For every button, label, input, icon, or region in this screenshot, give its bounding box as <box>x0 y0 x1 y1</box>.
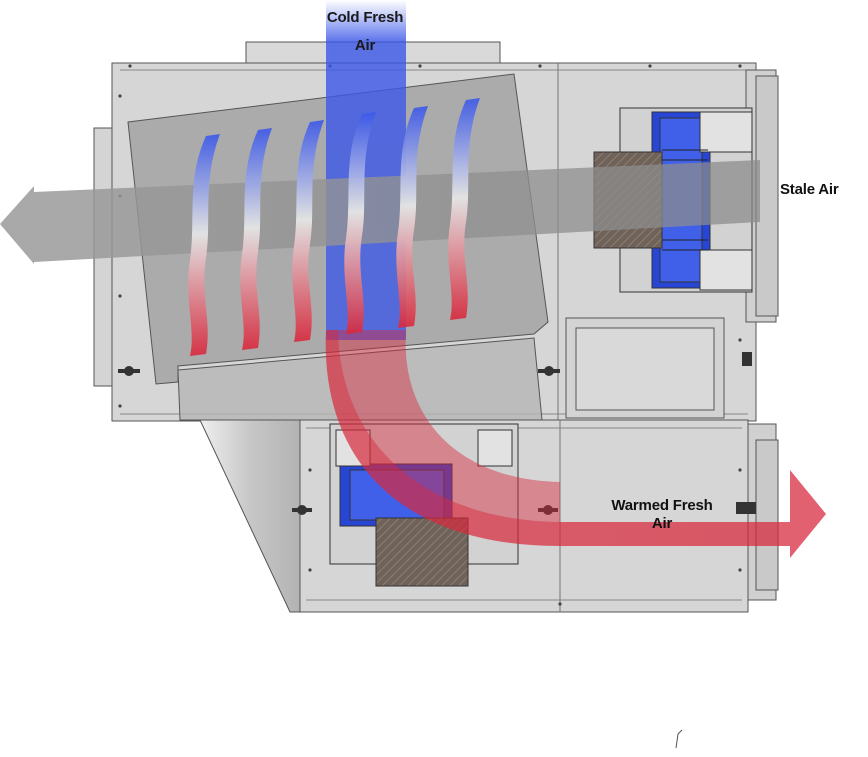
stale-air-label: Stale Air <box>780 181 839 198</box>
tick-mark <box>675 729 683 749</box>
warmed-fresh-air-line2: Air <box>651 515 673 532</box>
cold-air-stream <box>326 0 406 340</box>
stale-air-arrow <box>0 160 760 264</box>
warmed-fresh-air-label: Warmed Fresh Air <box>596 494 728 536</box>
cold-fresh-air-label: Cold Fresh Air <box>305 6 425 58</box>
warm-air-bend-fill <box>326 330 560 522</box>
warm-air-stream <box>325 330 826 558</box>
latch-knobs <box>118 352 756 515</box>
heat-exchange-waves <box>188 98 480 356</box>
warmed-fresh-air-line1: Warmed Fresh <box>611 497 713 514</box>
cold-fresh-air-line2: Air <box>354 37 376 54</box>
cold-fresh-air-line1: Cold Fresh <box>326 9 404 26</box>
blower-fins <box>662 149 708 251</box>
